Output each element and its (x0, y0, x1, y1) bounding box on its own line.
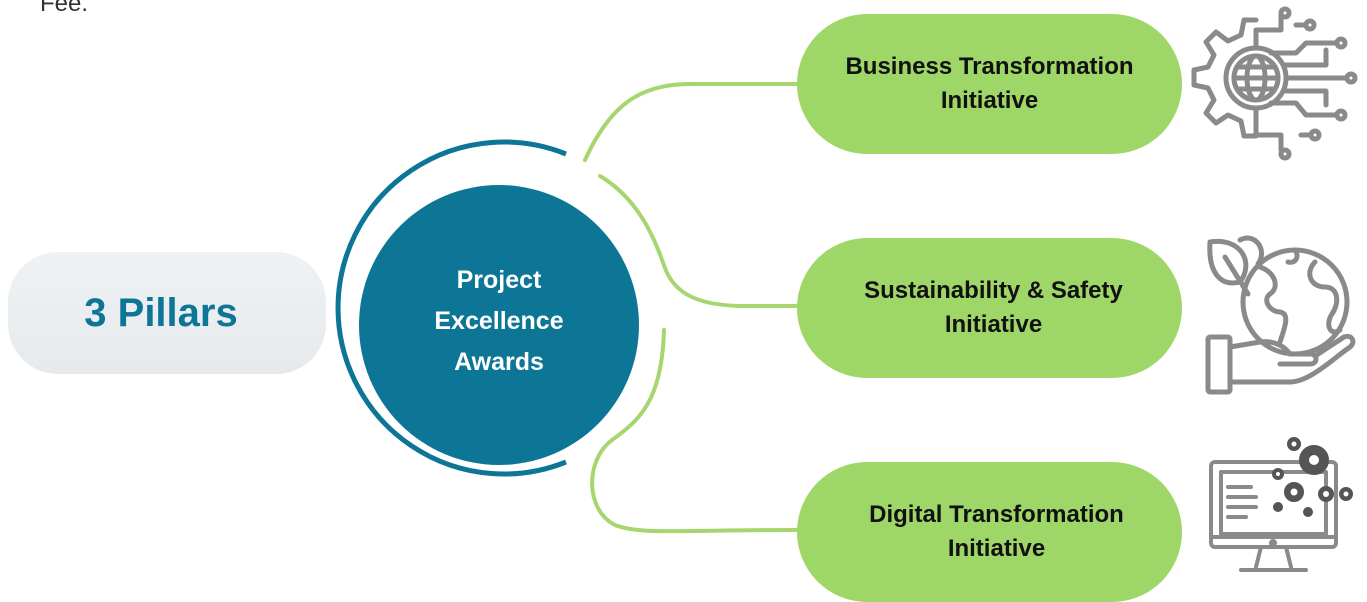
pillar-3-line-2: Initiative (947, 535, 1046, 562)
pillar-1-line-1: Business Transformation (845, 53, 1134, 80)
pillar-digital-transformation: Digital Transformation Initiative (797, 462, 1182, 602)
center-title-line-1: Project (456, 265, 542, 294)
center-title: Project Excellence Awards (434, 260, 563, 383)
pillar-3-line-1: Digital Transformation (869, 501, 1124, 528)
connector-middle (598, 174, 800, 308)
connector-bottom (590, 328, 800, 534)
pillars-label: 3 Pillars (84, 290, 238, 335)
pillar-sustainability-safety: Sustainability & Safety Initiative (797, 238, 1182, 378)
pillar-1-line-2: Initiative (940, 87, 1039, 114)
outer-ring-arc (335, 139, 567, 477)
monitor-gears-icon (1206, 432, 1366, 582)
center-title-line-2: Excellence (434, 306, 564, 335)
center-title-line-3: Awards (454, 347, 544, 376)
hand-globe-leaf-icon (1200, 232, 1360, 402)
center-circle: Project Excellence Awards (359, 185, 639, 465)
pillar-business-transformation: Business Transformation Initiative (797, 14, 1182, 154)
pillar-2-line-1: Sustainability & Safety (864, 277, 1123, 304)
connector-top (583, 82, 800, 162)
gear-globe-circuit-icon (1186, 5, 1361, 175)
pillar-2-line-2: Initiative (944, 311, 1043, 338)
top-text-fragment: Fee. (40, 0, 89, 17)
pillars-label-box: 3 Pillars (8, 252, 326, 374)
